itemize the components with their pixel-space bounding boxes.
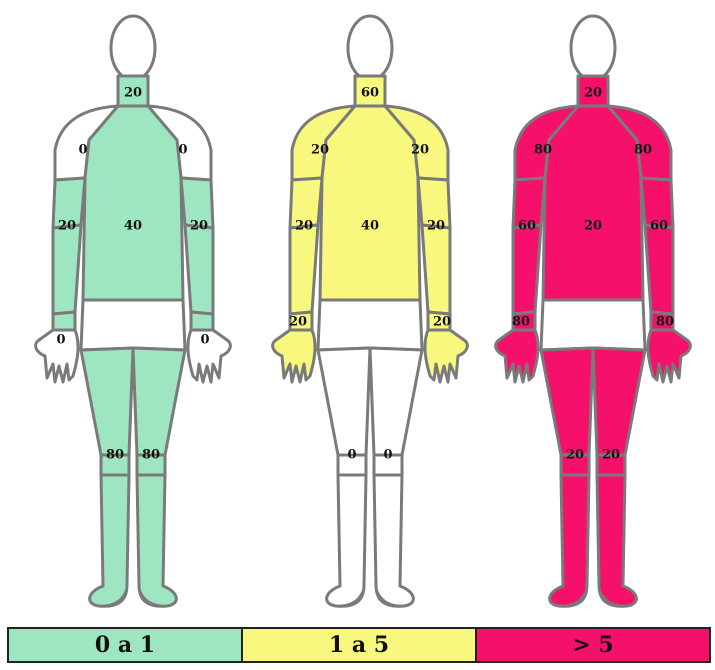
label-trunk: 20 xyxy=(584,219,602,234)
forearm-left xyxy=(53,225,81,314)
label-knee-l: 20 xyxy=(566,448,584,463)
label-knee-l: 80 xyxy=(106,448,124,463)
shorts xyxy=(318,300,422,350)
forearm-right xyxy=(185,225,213,314)
label-elbow-r: 20 xyxy=(427,219,445,234)
forearm-right xyxy=(645,225,673,314)
forearm-left xyxy=(513,225,541,314)
label-wrist-r: 20 xyxy=(433,315,451,330)
label-shoulder-l: 20 xyxy=(311,143,329,158)
wrist-left xyxy=(53,312,75,330)
thigh-left xyxy=(318,348,370,455)
thigh-right xyxy=(370,348,422,455)
forearm-left xyxy=(290,225,318,314)
thigh-left xyxy=(541,348,593,455)
hand-right xyxy=(425,330,467,382)
thigh-left xyxy=(81,348,133,455)
head xyxy=(111,16,155,80)
magenta-figure: 20 80 80 60 20 60 80 80 20 20 xyxy=(496,16,691,606)
legend-item-high: > 5 xyxy=(477,629,709,661)
leg-right xyxy=(374,475,413,606)
shorts xyxy=(541,300,645,350)
hand-right xyxy=(648,330,690,382)
label-shoulder-l: 80 xyxy=(534,143,552,158)
hand-left xyxy=(496,330,538,382)
label-elbow-l: 20 xyxy=(295,219,313,234)
head xyxy=(571,16,615,80)
leg-right xyxy=(597,475,636,606)
label-knee-l: 0 xyxy=(347,448,356,463)
wrist-right xyxy=(191,312,213,330)
legend-item-low: 0 a 1 xyxy=(9,629,243,661)
label-hand-r: 0 xyxy=(200,333,209,348)
label-neck: 20 xyxy=(124,86,142,101)
label-trunk: 40 xyxy=(124,219,142,234)
label-elbow-r: 20 xyxy=(190,219,208,234)
label-knee-r: 0 xyxy=(383,448,392,463)
label-elbow-l: 20 xyxy=(58,219,76,234)
trunk xyxy=(320,106,420,300)
label-wrist-r: 80 xyxy=(656,315,674,330)
label-elbow-r: 60 xyxy=(650,219,668,234)
leg-left xyxy=(90,475,129,606)
label-neck: 60 xyxy=(361,86,379,101)
head xyxy=(348,16,392,80)
trunk xyxy=(83,106,183,300)
legend-item-mid: 1 a 5 xyxy=(243,629,477,661)
thigh-right xyxy=(593,348,645,455)
label-wrist-l: 80 xyxy=(512,315,530,330)
label-knee-r: 80 xyxy=(142,448,160,463)
yellow-figure: 60 20 20 20 40 20 20 20 0 0 xyxy=(273,16,468,606)
label-wrist-l: 20 xyxy=(289,315,307,330)
figures-canvas: 20 0 0 20 40 20 0 0 80 80 60 20 20 20 40 20 20 20 0 0 20 80 80… xyxy=(0,0,715,620)
legend: 0 a 1 1 a 5 > 5 xyxy=(7,627,711,663)
forearm-right xyxy=(422,225,450,314)
label-elbow-l: 60 xyxy=(518,219,536,234)
label-shoulder-l: 0 xyxy=(78,143,87,158)
label-knee-r: 20 xyxy=(602,448,620,463)
label-shoulder-r: 20 xyxy=(411,143,429,158)
label-trunk: 40 xyxy=(361,219,379,234)
hand-left xyxy=(273,330,315,382)
trunk xyxy=(543,106,643,300)
label-hand-l: 0 xyxy=(56,333,65,348)
label-shoulder-r: 0 xyxy=(178,143,187,158)
shorts xyxy=(81,300,185,350)
leg-left xyxy=(550,475,589,606)
label-shoulder-r: 80 xyxy=(634,143,652,158)
leg-right xyxy=(137,475,176,606)
thigh-right xyxy=(133,348,185,455)
label-neck: 20 xyxy=(584,86,602,101)
leg-left xyxy=(327,475,366,606)
green-figure: 20 0 0 20 40 20 0 0 80 80 xyxy=(36,16,231,606)
